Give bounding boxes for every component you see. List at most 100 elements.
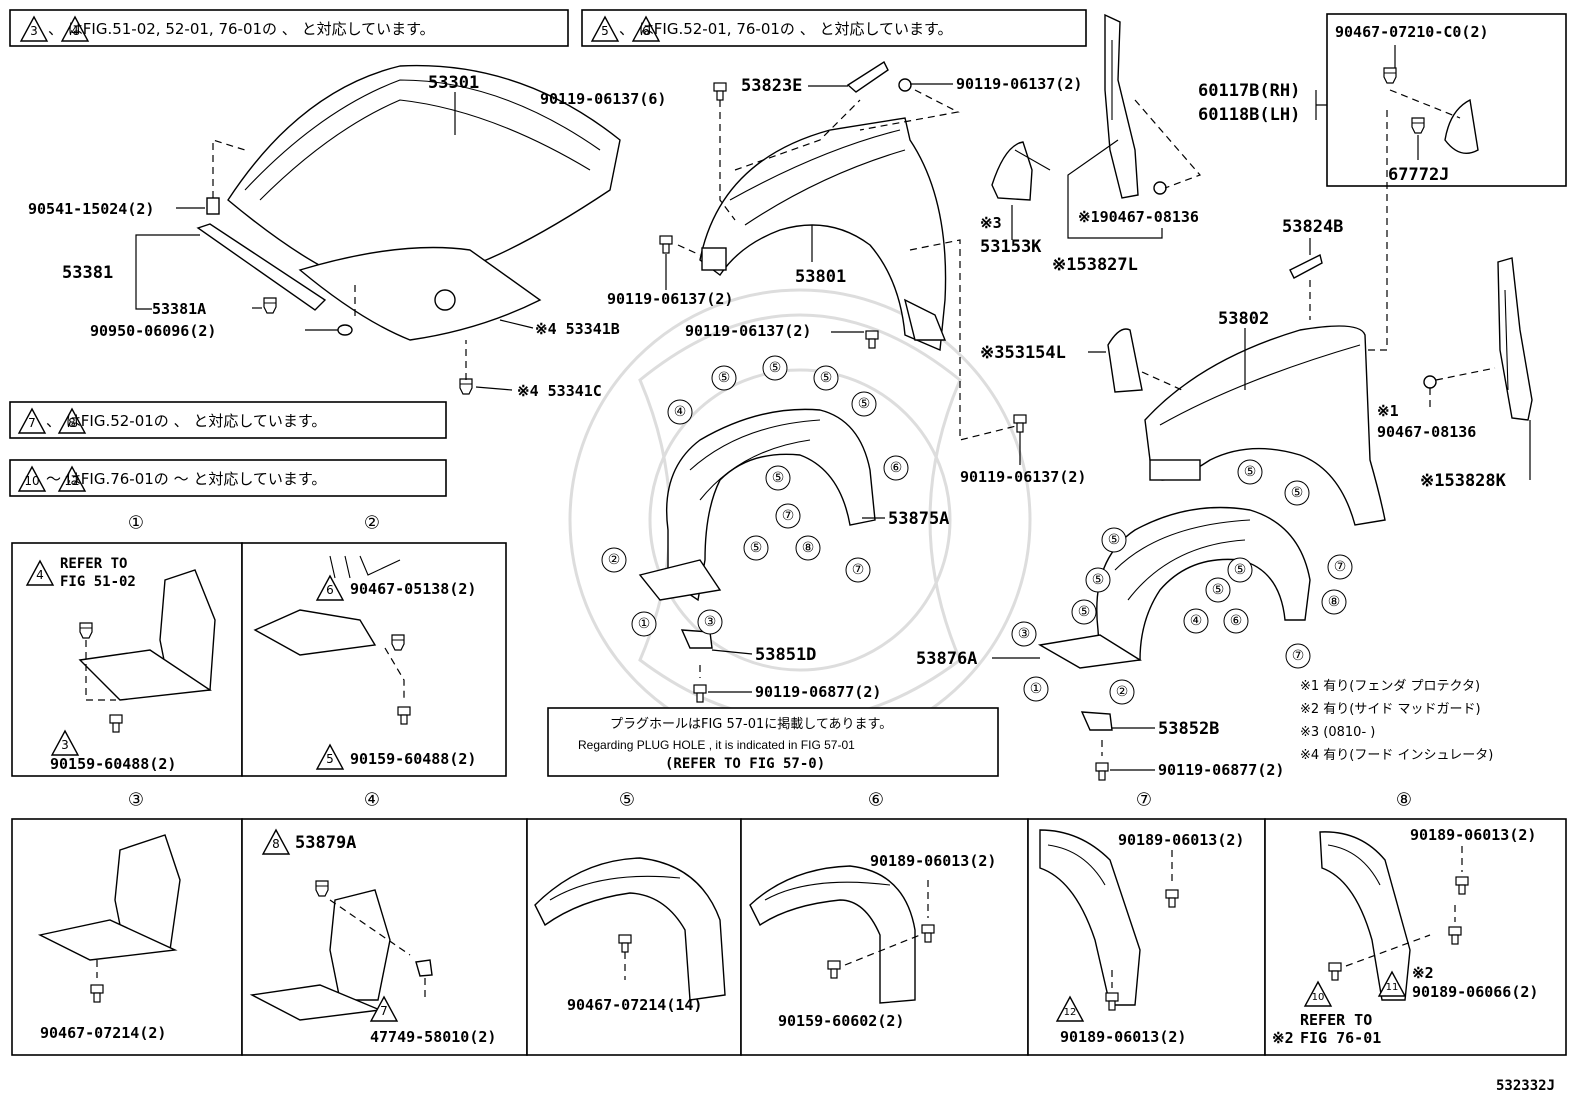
plug-hole-note: プラグホールはFIG 57-01に掲載してあります。 Regarding PLU… bbox=[547, 707, 999, 777]
detail-8-mark: ※2 bbox=[1412, 964, 1434, 982]
detail-7-title: ⑦ bbox=[1136, 790, 1152, 811]
hood-hinge-53381 bbox=[196, 223, 327, 311]
fender-53802 bbox=[1144, 253, 1386, 526]
svg-text:⑤: ⑤ bbox=[1234, 562, 1247, 578]
svg-text:②: ② bbox=[1116, 684, 1129, 700]
document-id: 532332J bbox=[1496, 1078, 1555, 1094]
detail-7-tri: 12 bbox=[1064, 1007, 1077, 1018]
detail-6-drawing bbox=[749, 865, 935, 1004]
detail-2-box bbox=[241, 542, 507, 777]
note-box-1: 3 4 、 はFIG.51-02, 52-01, 76-01の 、 と対応してい… bbox=[9, 9, 569, 47]
svg-text:⑤: ⑤ bbox=[1108, 532, 1121, 548]
detail-4-part-top: 53879A bbox=[295, 833, 356, 853]
detail-3-title: ③ bbox=[128, 790, 144, 811]
label-53852B: 53852B bbox=[1158, 719, 1219, 739]
label-60118B: 60118B(LH) bbox=[1198, 105, 1300, 125]
detail-8-tri-b: 10 bbox=[1312, 992, 1325, 1003]
label-53851D: 53851D bbox=[755, 645, 816, 665]
svg-text:③: ③ bbox=[704, 614, 717, 630]
detail-5-part: 90467-07214(14) bbox=[567, 996, 702, 1014]
svg-text:⑤: ⑤ bbox=[1244, 464, 1257, 480]
label-53341C: ※4 53341C bbox=[517, 382, 602, 400]
note1-sym-b: 4 bbox=[71, 24, 79, 38]
fender-top-molding-53823E bbox=[846, 60, 889, 93]
note4-sym-a: 10 bbox=[24, 474, 39, 488]
plug-hole-ref: (REFER TO FIG 57-0) bbox=[665, 756, 825, 772]
label-53153K-mark: ※3 bbox=[980, 214, 1002, 232]
label-90950-06096: 90950-06096(2) bbox=[90, 322, 216, 340]
svg-text:②: ② bbox=[608, 552, 621, 568]
detail-8-drawing bbox=[1319, 831, 1469, 1001]
note4-text: ～ はFIG.76-01の ～ と対応しています。 bbox=[46, 470, 326, 488]
detail-8-refer-1: REFER TO bbox=[1300, 1011, 1372, 1029]
note4-sym-b: 12 bbox=[64, 474, 79, 488]
detail-1-refer-2: FIG 51-02 bbox=[60, 574, 136, 590]
fender-53801 bbox=[659, 60, 1021, 441]
label-67772J: 67772J bbox=[1388, 165, 1449, 185]
note3-sym-b: 8 bbox=[68, 416, 76, 430]
watermark bbox=[568, 288, 1032, 752]
label-53828K: ※153828K bbox=[1420, 471, 1507, 491]
detail-2-title: ② bbox=[364, 513, 380, 534]
left-liner-callouts: ④ ⑤ ⑤ ⑤ ⑤ ⑤ ⑥ ⑦ ⑤ ⑧ ⑦ ② ① ③ bbox=[601, 355, 909, 637]
detail-2-drawing bbox=[253, 555, 411, 725]
svg-text:⑥: ⑥ bbox=[1230, 613, 1243, 629]
note-box-3: 7 8 、 はFIG.52-01の 、 と対応しています。 bbox=[9, 401, 447, 439]
detail-4-part-bot: 47749-58010(2) bbox=[370, 1028, 496, 1046]
detail-6-part-bot: 90159-60602(2) bbox=[778, 1012, 904, 1030]
note2-sym-b: 6 bbox=[642, 24, 650, 38]
label-90119-06137-b: 90119-06137(2) bbox=[607, 290, 733, 308]
detail-1-title: ① bbox=[128, 513, 144, 534]
mudguard-detail-box bbox=[1326, 13, 1567, 187]
svg-text:⑤: ⑤ bbox=[718, 370, 731, 386]
label-53823E: 53823E bbox=[741, 76, 802, 96]
label-53341B: ※4 53341B bbox=[535, 320, 620, 338]
svg-text:⑦: ⑦ bbox=[1334, 559, 1347, 575]
detail-6-part-top: 90189-06013(2) bbox=[870, 852, 996, 870]
legend: ※1 有り(フェンダ プロテクタ) ※2 有り(サイド マッドガード) ※3 (… bbox=[1300, 679, 1493, 763]
hood-cushion bbox=[206, 197, 220, 215]
label-90119-06877-a: 90119-06877(2) bbox=[755, 683, 881, 701]
detail-1-part: 90159-60488(2) bbox=[50, 755, 176, 773]
svg-text:⑦: ⑦ bbox=[1292, 648, 1305, 664]
detail-8-part-mid: 90189-06066(2) bbox=[1412, 983, 1538, 1001]
detail-4-drawing bbox=[249, 880, 433, 1021]
detail-7-drawing bbox=[1039, 829, 1179, 1011]
label-90119-06137-6: 90119-06137(6) bbox=[540, 90, 666, 108]
legend-4: ※4 有り(フード インシュレータ) bbox=[1300, 748, 1493, 763]
detail-3-part: 90467-07214(2) bbox=[40, 1024, 166, 1042]
legend-3: ※3 (0810- ) bbox=[1300, 725, 1375, 740]
label-53381A: 53381A bbox=[152, 300, 206, 318]
label-53876A: 53876A bbox=[916, 649, 977, 669]
detail-2-tri-top: 6 bbox=[326, 583, 334, 597]
detail-1-refer-1: REFER TO bbox=[60, 556, 127, 572]
detail-4-tri-top: 8 bbox=[272, 837, 280, 851]
detail-8-box bbox=[1264, 818, 1567, 1056]
svg-text:⑤: ⑤ bbox=[1212, 582, 1225, 598]
fender-protector-53827L bbox=[1104, 13, 1202, 199]
svg-text:⑤: ⑤ bbox=[1291, 485, 1304, 501]
svg-text:⑧: ⑧ bbox=[1328, 594, 1341, 610]
svg-text:⑧: ⑧ bbox=[802, 540, 815, 556]
label-53875A: 53875A bbox=[888, 509, 949, 529]
hood-assembly bbox=[196, 64, 621, 395]
label-90119-06137-a: 90119-06137(2) bbox=[956, 75, 1082, 93]
detail-5-title: ⑤ bbox=[619, 790, 635, 811]
svg-text:④: ④ bbox=[1190, 613, 1203, 629]
fender-liner-53876A bbox=[1037, 506, 1311, 669]
detail-8-part-top: 90189-06013(2) bbox=[1410, 826, 1536, 844]
bracket-53852B bbox=[1080, 711, 1113, 731]
svg-text:⑤: ⑤ bbox=[750, 540, 763, 556]
svg-text:⑤: ⑤ bbox=[1092, 572, 1105, 588]
label-53801: 53801 bbox=[795, 267, 846, 287]
detail-1-drawing bbox=[78, 569, 216, 733]
detail-2-part-top: 90467-05138(2) bbox=[350, 580, 476, 598]
plug-hole-en: Regarding PLUG HOLE , it is indicated in… bbox=[578, 738, 855, 752]
detail-2-part-bot: 90159-60488(2) bbox=[350, 750, 476, 768]
detail-8-title: ⑧ bbox=[1396, 790, 1412, 811]
detail-3-drawing bbox=[37, 834, 181, 1003]
legend-1: ※1 有り(フェンダ プロテクタ) bbox=[1300, 679, 1480, 694]
detail-8-tri-a: 11 bbox=[1386, 982, 1399, 993]
fender-protector-53828K bbox=[1423, 257, 1533, 421]
